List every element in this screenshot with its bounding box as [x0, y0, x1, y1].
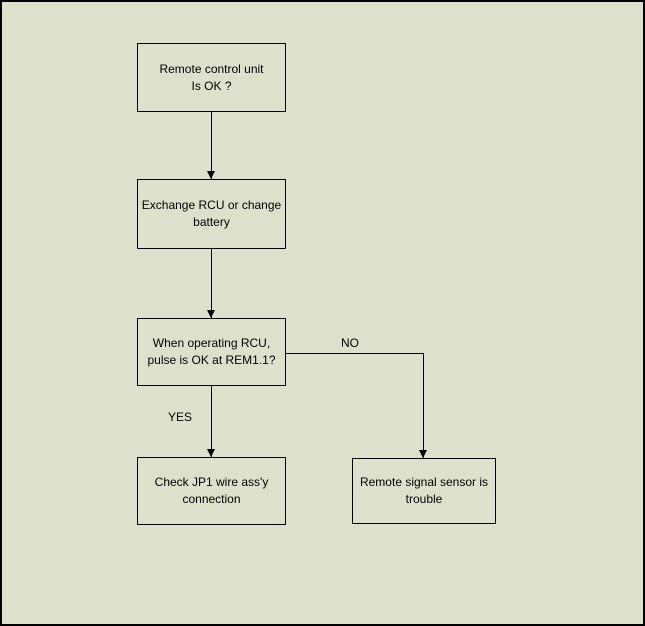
arrowhead-icon [207, 171, 215, 179]
flow-box-text-line: pulse is OK at REM1.1? [147, 353, 276, 367]
connector-rcu-to-exchange [211, 112, 212, 179]
flow-box-pulse-check: When operating RCU, pulse is OK at REM1.… [137, 318, 286, 386]
flow-box-text-line: connection [182, 492, 241, 506]
flow-box-text-line: Exchange RCU or change [141, 198, 282, 212]
flow-box-text-line: When operating RCU, [152, 336, 271, 350]
branch-label-no: NO [341, 336, 359, 350]
connector-no-horizontal [285, 353, 424, 354]
flow-box-sensor-trouble: Remote signal sensor is trouble [352, 458, 496, 524]
flow-box-text-line: Remote signal sensor is [359, 475, 489, 489]
flow-box-text-line: Check JP1 wire ass'y [154, 475, 269, 489]
flow-box-rcu-ok: Remote control unit Is OK ? [137, 43, 286, 112]
branch-label-yes: YES [168, 410, 193, 424]
connector-no-vertical [423, 353, 424, 458]
flow-box-text-line: Is OK ? [191, 78, 232, 93]
connector-yes-to-check-jp1 [211, 386, 212, 457]
flow-box-text-line: trouble [405, 492, 443, 506]
flow-box-check-jp1: Check JP1 wire ass'y connection [137, 457, 286, 525]
arrowhead-icon [419, 450, 427, 458]
connector-exchange-to-pulse [211, 249, 212, 318]
flow-box-text-line: battery [193, 215, 230, 229]
flow-box-exchange-rcu: Exchange RCU or change battery [137, 179, 286, 249]
arrowhead-icon [207, 310, 215, 318]
arrowhead-icon [207, 449, 215, 457]
flow-box-text-line: Remote control unit [159, 61, 264, 76]
